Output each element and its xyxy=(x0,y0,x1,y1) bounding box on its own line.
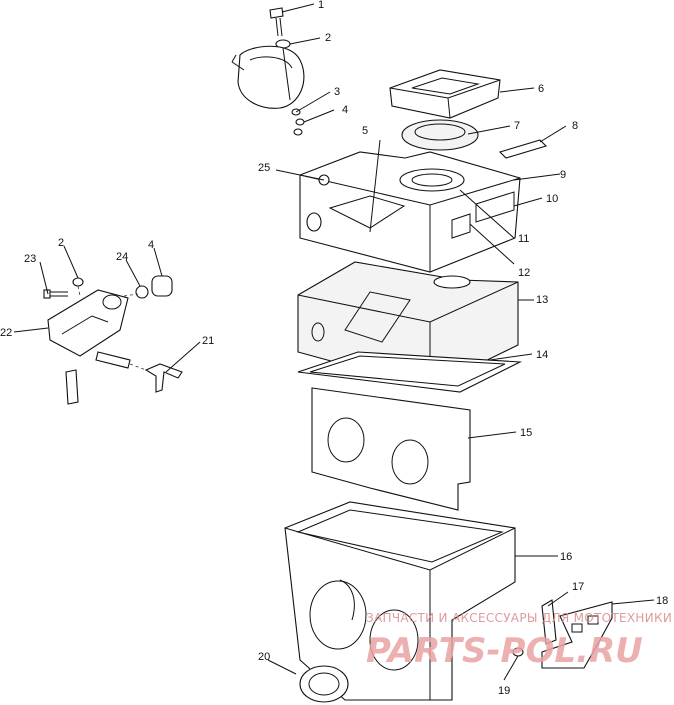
airbox-base-part xyxy=(284,501,516,701)
intake-boot-part xyxy=(299,665,349,703)
callout-15: 15 xyxy=(520,427,532,439)
callout-19: 19 xyxy=(498,685,510,697)
tube-part xyxy=(65,351,131,405)
callout-18: 18 xyxy=(656,595,668,607)
callout-7: 7 xyxy=(514,120,520,132)
watermark-caption: ЗАПЧАСТИ И АКСЕССУАРЫ ДЛЯ МОТОТЕХНИКИ xyxy=(366,611,672,625)
callout-10: 10 xyxy=(546,193,558,205)
gasket-part xyxy=(297,351,523,393)
callout-20: 20 xyxy=(258,651,270,663)
callout-5: 5 xyxy=(362,125,368,137)
callout-6: 6 xyxy=(538,83,544,95)
filter-cap-part xyxy=(389,69,501,119)
callout-22: 22 xyxy=(0,327,12,339)
callout-11: 11 xyxy=(518,233,529,245)
small-fasteners-part xyxy=(291,108,305,136)
callout-24: 24 xyxy=(116,251,128,263)
callout-25: 25 xyxy=(258,162,270,174)
tee-fitting-part xyxy=(144,363,183,393)
callout-2: 2 xyxy=(325,32,331,44)
washer-left-part xyxy=(72,277,84,287)
mount-bracket-left-part xyxy=(47,289,129,357)
callout-21: 21 xyxy=(202,335,214,347)
watermark-logo: PARTS-POL.RU xyxy=(366,631,643,671)
callout-9: 9 xyxy=(560,169,566,181)
drain-valve-part xyxy=(541,599,557,645)
screw-part xyxy=(269,7,284,37)
divider-plate-part xyxy=(311,387,471,511)
callout-16: 16 xyxy=(560,551,572,563)
callout-1: 1 xyxy=(318,0,324,11)
callout-13: 13 xyxy=(536,294,548,306)
callout-17: 17 xyxy=(572,581,584,593)
callout-8: 8 xyxy=(572,120,578,132)
bracket-part xyxy=(541,601,613,669)
leader-lines xyxy=(13,3,655,681)
hose-clamp-part xyxy=(231,45,305,109)
callout-14: 14 xyxy=(536,349,548,361)
retaining-clip-part xyxy=(498,139,548,159)
watermark: ЗАПЧАСТИ И АКСЕССУАРЫ ДЛЯ МОТОТЕХНИКИ PA… xyxy=(366,611,672,671)
callout-2-left: 2 xyxy=(58,237,64,249)
filter-element-part xyxy=(401,119,479,151)
callout-4: 4 xyxy=(342,104,348,116)
grommet-4-part xyxy=(151,275,173,297)
callout-3: 3 xyxy=(334,86,340,98)
airbox-cover-part xyxy=(299,151,521,273)
callout-12: 12 xyxy=(518,267,530,279)
callout-23: 23 xyxy=(24,253,36,265)
callout-labels: 1 2 3 4 5 6 7 8 9 10 11 12 13 14 15 16 1… xyxy=(0,0,668,697)
callout-4-left: 4 xyxy=(148,239,154,251)
washer-24-part xyxy=(135,285,149,299)
